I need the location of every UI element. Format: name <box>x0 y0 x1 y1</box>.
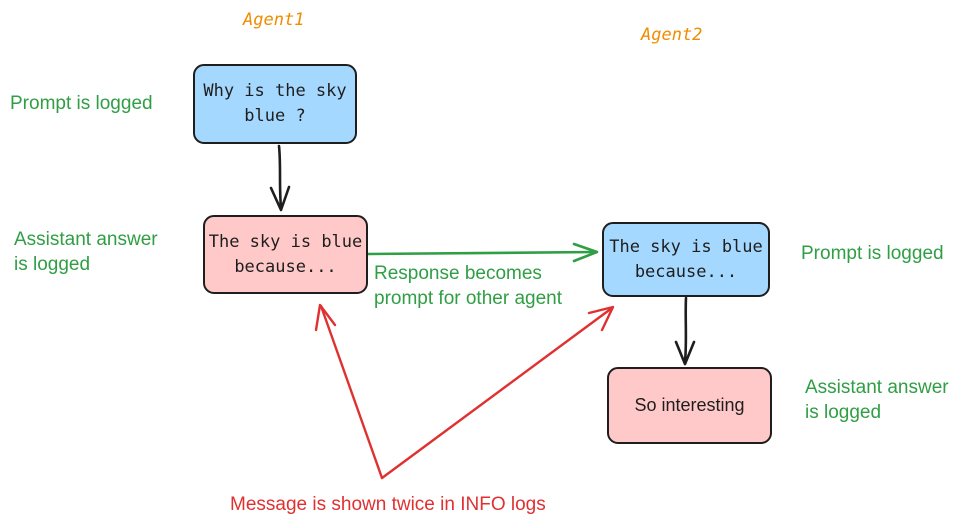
red-arrow-to-agent1-answer <box>319 304 384 480</box>
agent1-prompt-note: Prompt is logged <box>10 93 153 114</box>
duplicate-log-note: Message is shown twice in INFO logs <box>230 494 546 515</box>
agent2-prompt-box: The sky is blue because... <box>602 222 770 297</box>
transfer-label: Response becomes prompt for other agent <box>374 263 562 309</box>
agent2-heading: Agent2 <box>641 25 703 45</box>
agent2-answer-text: So interesting <box>634 395 745 416</box>
agent2-answer-note: Assistant answer is logged <box>805 377 949 423</box>
arrow-prompt-to-answer-agent1 <box>277 144 283 210</box>
agent2-prompt-text: The sky is blue because... <box>609 236 763 282</box>
red-arrowhead-agent1 <box>314 303 337 332</box>
agent1-answer-text: The sky is blue because... <box>208 231 363 277</box>
arrowhead-agent1 <box>269 185 291 212</box>
agent1-prompt-box: Why is the sky blue ? <box>193 64 357 144</box>
arrowhead-transfer <box>572 242 599 263</box>
arrowhead-agent2 <box>674 340 696 366</box>
agent2-prompt-note: Prompt is logged <box>801 243 944 264</box>
red-arrow-to-agent2-prompt <box>380 306 614 480</box>
red-arrowhead-agent2 <box>587 305 615 332</box>
arrow-response-to-agent2 <box>366 250 598 256</box>
arrow-prompt-to-answer-agent2 <box>683 296 688 364</box>
agent1-prompt-text: Why is the sky blue ? <box>203 81 347 126</box>
agent1-heading: Agent1 <box>243 10 305 30</box>
agent2-answer-box: So interesting <box>607 367 772 444</box>
agent1-answer-note: Assistant answer is logged <box>14 229 158 275</box>
agent1-answer-box: The sky is blue because... <box>203 215 368 294</box>
